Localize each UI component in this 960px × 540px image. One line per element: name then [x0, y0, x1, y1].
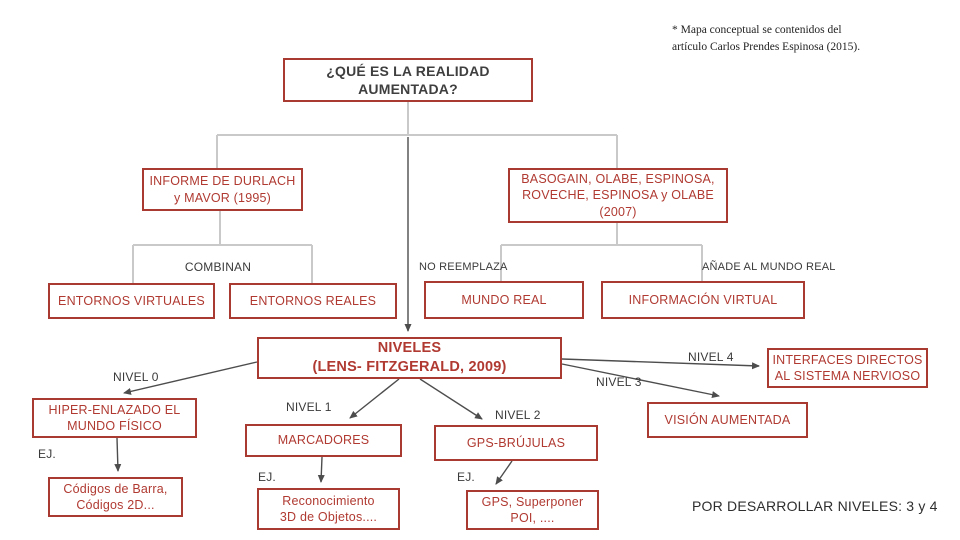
node-mundo-real: MUNDO REAL [424, 281, 584, 319]
tree-connectors [132, 100, 703, 283]
edge-label-combinan: COMBINAN [184, 260, 252, 274]
level-arrows [114, 137, 760, 485]
node-marcadores: MARCADORES [245, 424, 402, 457]
note-por-desarrollar: POR DESARROLLAR NIVELES: 3 y 4 [692, 498, 938, 514]
edge-label-nivel-2: NIVEL 2 [495, 408, 541, 422]
node-question-title: ¿QUÉ ES LA REALIDAD AUMENTADA? [283, 58, 533, 102]
edge-label-ej-nivel1: EJ. [258, 470, 276, 484]
node-informacion-virtual: INFORMACIÓN VIRTUAL [601, 281, 805, 319]
edge-label-nivel-3: NIVEL 3 [596, 375, 642, 389]
edge-label-ej-nivel2: EJ. [457, 470, 475, 484]
node-informe-durlach: INFORME DE DURLACH y MAVOR (1995) [142, 168, 303, 211]
node-interfaces-directos: INTERFACES DIRECTOS AL SISTEMA NERVIOSO [767, 348, 928, 388]
node-gps-brujulas: GPS-BRÚJULAS [434, 425, 598, 461]
edge-label-ej-nivel0: EJ. [38, 447, 56, 461]
edge-label-nivel-1: NIVEL 1 [286, 400, 332, 414]
node-entornos-reales: ENTORNOS REALES [229, 283, 397, 319]
edge-label-anade-al-mundo-real: AÑADE AL MUNDO REAL [702, 261, 836, 273]
edge-label-nivel-4: NIVEL 4 [688, 350, 734, 364]
node-basogain-olabe: BASOGAIN, OLABE, ESPINOSA, ROVECHE, ESPI… [508, 168, 728, 223]
edge-label-no-reemplaza: NO REEMPLAZA [419, 261, 508, 273]
node-entornos-virtuales: ENTORNOS VIRTUALES [48, 283, 215, 319]
node-ejemplo-gps-superponer: GPS, Superponer POI, .... [466, 490, 599, 530]
node-niveles: NIVELES (LENS- FITZGERALD, 2009) [257, 337, 562, 379]
node-ejemplo-codigos: Códigos de Barra, Códigos 2D... [48, 477, 183, 517]
edge-label-nivel-0: NIVEL 0 [113, 370, 159, 384]
node-hiper-enlazado: HIPER-ENLAZADO EL MUNDO FÍSICO [32, 398, 197, 438]
node-ejemplo-reconocimiento: Reconocimiento 3D de Objetos.... [257, 488, 400, 530]
source-annotation: * Mapa conceptual se contenidos del artí… [672, 24, 861, 54]
node-vision-aumentada: VISIÓN AUMENTADA [647, 402, 808, 438]
